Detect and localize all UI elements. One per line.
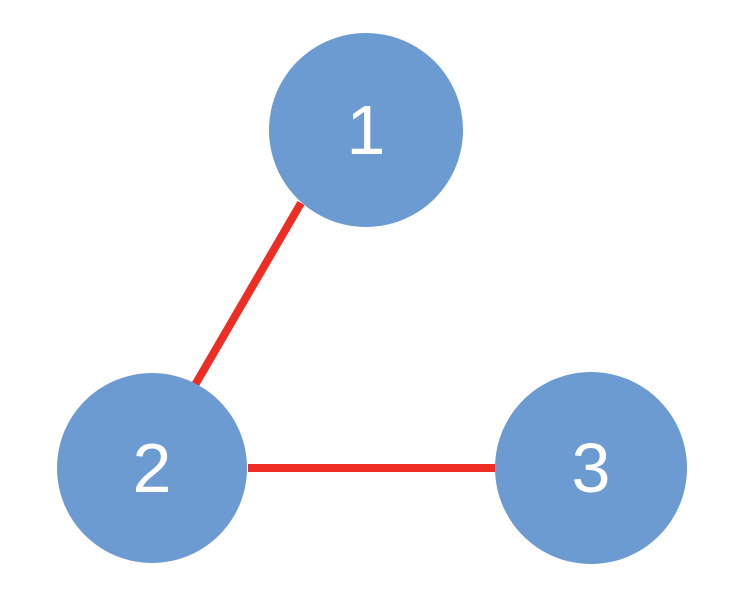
node-3-circle[interactable]	[495, 372, 687, 564]
node-3[interactable]: 3	[495, 372, 687, 564]
node-2[interactable]: 2	[57, 373, 247, 563]
node-2-label: 2	[133, 429, 172, 507]
node-2-circle[interactable]	[57, 373, 247, 563]
edge-layer	[191, 200, 496, 472]
edge-1-2[interactable]	[191, 200, 305, 388]
node-1-circle[interactable]	[269, 33, 463, 227]
node-1[interactable]: 1	[269, 33, 463, 227]
node-1-label: 1	[347, 91, 386, 169]
node-3-label: 3	[572, 429, 611, 507]
node-layer: 1 2 3	[57, 33, 687, 564]
